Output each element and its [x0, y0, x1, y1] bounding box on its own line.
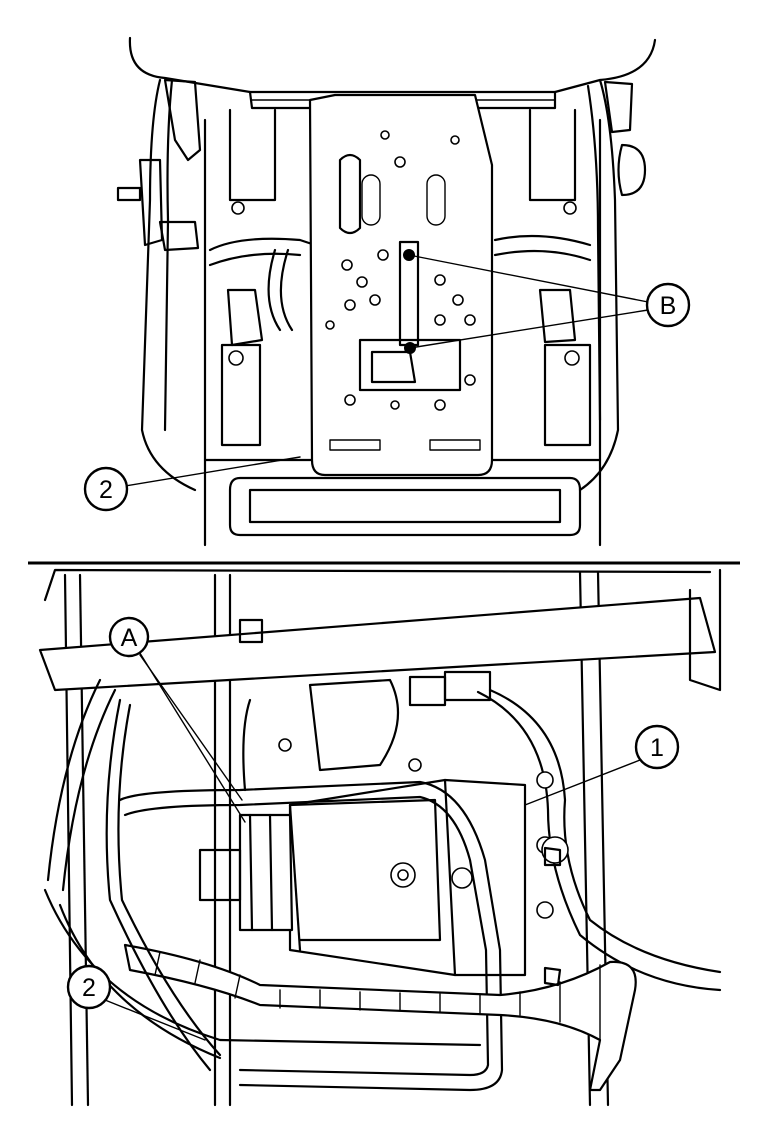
svg-text:1: 1 [650, 734, 664, 762]
svg-text:B: B [660, 292, 677, 320]
svg-text:2: 2 [82, 974, 96, 1002]
callout-2-lower: 2 [66, 964, 112, 1010]
callout-b: B [645, 282, 691, 328]
callout-a: A [108, 616, 150, 658]
svg-text:A: A [121, 624, 138, 652]
svg-text:2: 2 [99, 476, 113, 504]
callout-2-upper: 2 [83, 466, 129, 512]
lower-panel-module-closeup [38, 568, 722, 1107]
callout-1: 1 [634, 724, 680, 770]
upper-panel-seat-underside [116, 36, 657, 547]
